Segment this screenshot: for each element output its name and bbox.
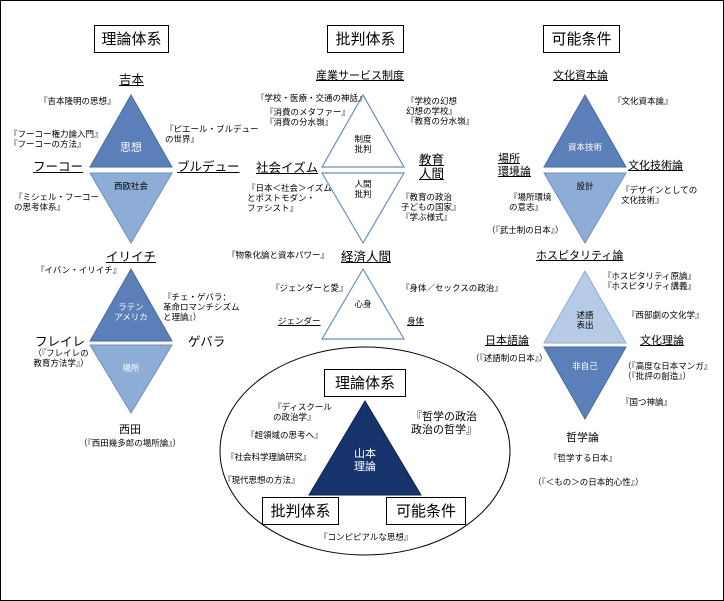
left-tri-place: [89, 344, 173, 414]
center-tri-yamamoto: [308, 400, 422, 496]
node-western: 西欧社会: [113, 182, 148, 192]
header-theory: 理論体系: [94, 25, 169, 53]
header-critique: 批判体系: [327, 25, 404, 53]
label-econ-human: 経済人間: [341, 249, 392, 264]
book-mono: （『＜もの＞の日本的心性』）: [533, 478, 644, 488]
label-service: 産業サービス制度: [316, 69, 404, 82]
label-philosophy: 哲学論: [566, 431, 599, 444]
book-place: 『場所環境 の意志』: [509, 193, 552, 213]
center-tri-human: [320, 172, 406, 245]
node-mind-body: 心身: [354, 300, 372, 310]
label-cultural-capital: 文化資本論: [553, 69, 608, 82]
label-freire: フレイレ: [35, 334, 86, 349]
book-body-sex: 『身体／セックスの政治』: [401, 284, 503, 294]
book-modern: 『現代思想の方法』: [223, 476, 300, 486]
right-tri-capital: [543, 93, 627, 168]
book-politics: 『教育の政治 子どもの国家』 『学ぶ様式』: [401, 193, 461, 223]
book-kunitsu: 『国つ神論』: [621, 398, 673, 408]
label-socialism: 社会イズム: [256, 160, 319, 175]
book-cultural-capital: 『文化資本論』: [613, 97, 673, 107]
book-bourdieu: 『ピエール・ブルデュー の世界』: [165, 125, 259, 145]
book-illich: 『イバン・イリイチ』: [36, 266, 122, 276]
book-phil-pol: 『哲学の政治 政治の哲学』: [411, 410, 477, 436]
book-computable: 『コンピピアルな思想』: [319, 533, 413, 543]
label-illich: イリイチ: [106, 249, 157, 264]
node-narrative: 述語 表出: [576, 311, 594, 331]
book-social-science: 『社会科学理論研究』: [226, 453, 312, 463]
right-tri-nonself: [543, 346, 627, 421]
label-bourdieu: ブルデュー: [177, 159, 240, 174]
node-design: 設計: [576, 182, 594, 192]
node-yamamoto: 山本 理論: [354, 447, 376, 473]
label-hospitality: ホスピタリティ論: [536, 249, 624, 262]
book-hospitality: 『ホスピタリティ原論』 『ホスピタリティ講義』: [603, 272, 696, 292]
book-trans: 『超領域の思考へ』: [246, 431, 323, 441]
book-philosophy: 『哲学する日本』: [549, 454, 618, 464]
node-latin: ラテン アメリカ: [114, 303, 148, 323]
label-cultural-tech: 文化技術論: [628, 159, 683, 172]
label-gender: ジェンダー: [278, 317, 321, 327]
header-conditions: 可能条件: [543, 25, 620, 53]
node-human-critique: 人間 批判: [354, 180, 372, 200]
label-nishida: 西田: [119, 423, 141, 436]
book-design: 『デザインとしての 文化技術』: [621, 186, 698, 206]
label-body: 身体: [407, 317, 425, 327]
right-tri-narrative: [543, 269, 627, 344]
book-gender-love: 『ジェンダーと愛』: [271, 284, 348, 294]
box-conditions: 可能条件: [386, 497, 466, 525]
left-tri-western: [89, 172, 173, 244]
right-tri-design: [543, 172, 627, 244]
left-tri-thought: [89, 93, 173, 168]
book-che: 『チェ・ゲバラ： 革命ロマンチシズム と理論』）: [163, 293, 240, 323]
node-place: 場所: [122, 364, 140, 374]
label-guevara: ゲバラ: [188, 334, 226, 349]
box-critique: 批判体系: [262, 497, 339, 525]
book-manga: （『高度な日本マンガ』 （『批評の創造』）: [623, 362, 713, 382]
book-school: 『学校の幻想 幻想の学校』 『教育の分水嶺』: [406, 97, 475, 127]
label-place-env: 場所 環境論: [498, 152, 531, 178]
book-michel: 『ミシェル・フーコー の思考体系』: [14, 193, 100, 213]
label-japanese-lang: 日本語論: [485, 334, 529, 347]
book-foucault: 『フーコー権力論入門』 『フーコーの方法』: [9, 130, 103, 150]
center-tri-institution: [320, 93, 406, 168]
book-nishida: （『西田幾多郎の場所論』）: [79, 439, 182, 449]
book-jutsugo: （『述語制の日本』）: [471, 354, 548, 364]
node-capital-tech: 資本技術: [567, 143, 602, 153]
book-discourse: 『ディスクール の政治学』: [273, 403, 332, 423]
book-freire: （『フレイレの 教育方法学』）: [33, 349, 89, 369]
center-tri-mind-body: [320, 267, 406, 340]
left-tri-latin: [89, 267, 173, 342]
node-thought: 思想: [120, 141, 142, 154]
book-fetish: 『物象化論と資本パワー』: [227, 251, 330, 261]
box-theory: 理論体系: [324, 369, 406, 397]
book-yoshimoto: 『吉本隆明の思想』: [39, 97, 116, 107]
book-west-drama: 『西部劇の文化学』: [627, 311, 704, 321]
book-bushi: （『武士制の日本』）: [487, 226, 564, 236]
node-inst-critique: 制度 批判: [354, 135, 372, 155]
node-nonself: 非自己: [572, 362, 598, 372]
label-education: 教育 人間: [419, 152, 445, 182]
book-consume: 『消費のメタファー』 『消費の分水嶺』: [265, 108, 351, 128]
label-yoshimoto: 吉本: [119, 72, 145, 87]
book-school-myth: 『学校・医療・交通の神話』: [256, 94, 367, 104]
label-culture-theory: 文化理論: [640, 334, 684, 347]
label-foucault: フーコー: [33, 159, 84, 174]
book-japan: 『日本＜社会＞イズム とポストモダン・ ファシスト』: [247, 184, 332, 214]
